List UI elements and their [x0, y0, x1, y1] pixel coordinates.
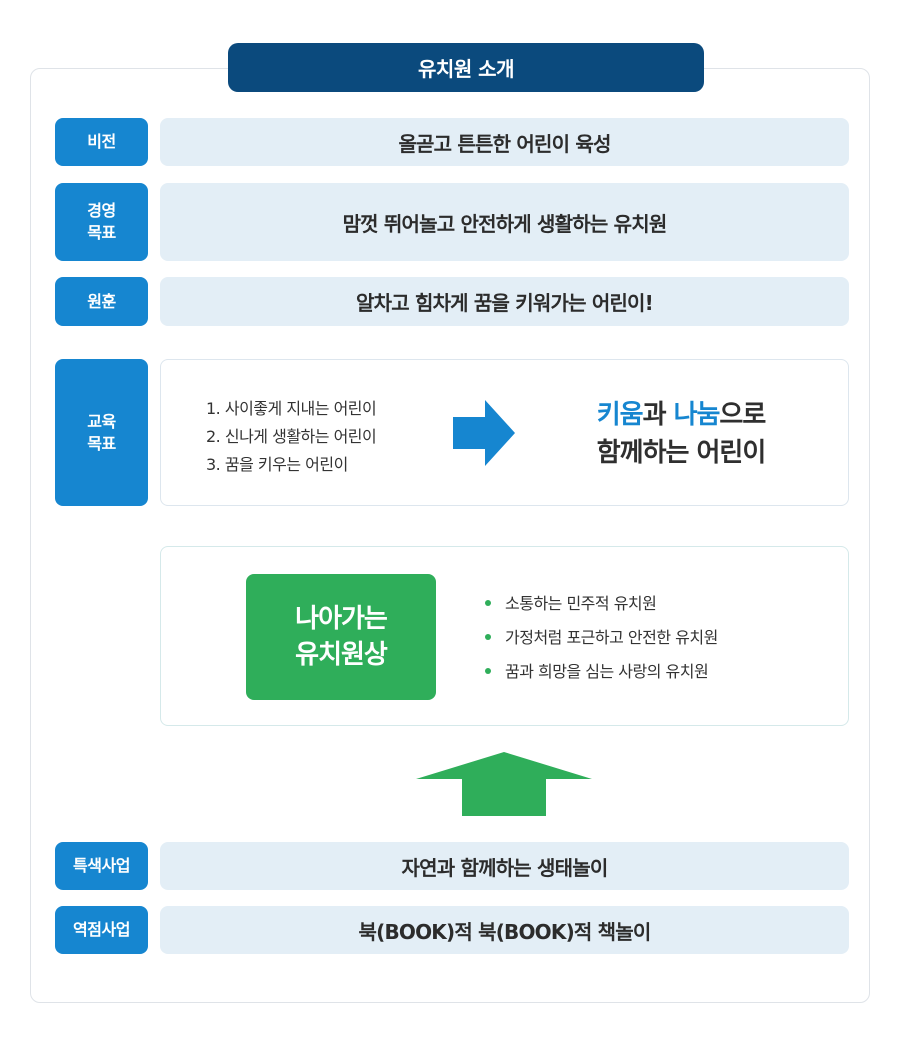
list-item: 3. 꿈을 키우는 어린이 — [206, 455, 348, 474]
list-item: 2. 신나게 생활하는 어린이 — [206, 427, 377, 446]
content-focus: 북(BOOK)적 북(BOOK)적 책놀이 — [160, 906, 849, 954]
label-focus: 역점사업 — [55, 906, 148, 954]
summary-text: 과 — [642, 400, 674, 430]
content-motto: 알차고 힘차게 꿈을 키워가는 어린이! — [160, 277, 849, 326]
ideal-badge-line2: 유치원상 — [295, 640, 388, 670]
list-item: 1. 사이좋게 지내는 어린이 — [206, 399, 377, 418]
label-management-line1: 경영 — [87, 201, 116, 220]
highlight-text: 나눔 — [673, 400, 721, 430]
education-summary: 키움과 나눔으로 함께하는 어린이 — [566, 396, 796, 472]
list-item: 꿈과 희망을 심는 사랑의 유치원 — [485, 655, 718, 689]
label-education-line2: 목표 — [87, 433, 116, 453]
page-title: 유치원 소개 — [228, 43, 704, 92]
label-education: 교육 목표 — [55, 359, 148, 506]
label-management: 경영 목표 — [55, 183, 148, 261]
highlight-text: 키움 — [596, 400, 644, 430]
education-summary-line2: 함께하는 어린이 — [596, 438, 767, 468]
label-motto: 원훈 — [55, 277, 148, 326]
arrow-up-icon — [416, 752, 592, 816]
ideal-badge-line1: 나아가는 — [295, 604, 388, 634]
content-special: 자연과 함께하는 생태놀이 — [160, 842, 849, 890]
ideal-badge: 나아가는 유치원상 — [246, 574, 436, 700]
summary-text: 으로 — [719, 400, 766, 430]
education-list: 1. 사이좋게 지내는 어린이 2. 신나게 생활하는 어린이 3. 꿈을 키우… — [206, 395, 377, 479]
education-box: 1. 사이좋게 지내는 어린이 2. 신나게 생활하는 어린이 3. 꿈을 키우… — [160, 359, 849, 506]
label-special: 특색사업 — [55, 842, 148, 890]
list-item: 소통하는 민주적 유치원 — [485, 587, 718, 621]
list-item: 가정처럼 포근하고 안전한 유치원 — [485, 621, 718, 655]
label-vision: 비전 — [55, 118, 148, 166]
arrow-right-icon — [453, 400, 515, 466]
content-vision: 올곧고 튼튼한 어린이 육성 — [160, 118, 849, 166]
label-education-line1: 교육 — [87, 411, 116, 431]
ideal-box: 나아가는 유치원상 소통하는 민주적 유치원 가정처럼 포근하고 안전한 유치원… — [160, 546, 849, 726]
ideal-list: 소통하는 민주적 유치원 가정처럼 포근하고 안전한 유치원 꿈과 희망을 심는… — [485, 587, 718, 689]
content-management: 맘껏 뛰어놀고 안전하게 생활하는 유치원 — [160, 183, 849, 261]
label-management-line2: 목표 — [87, 223, 116, 242]
education-summary-line1: 키움과 나눔으로 — [566, 396, 796, 434]
